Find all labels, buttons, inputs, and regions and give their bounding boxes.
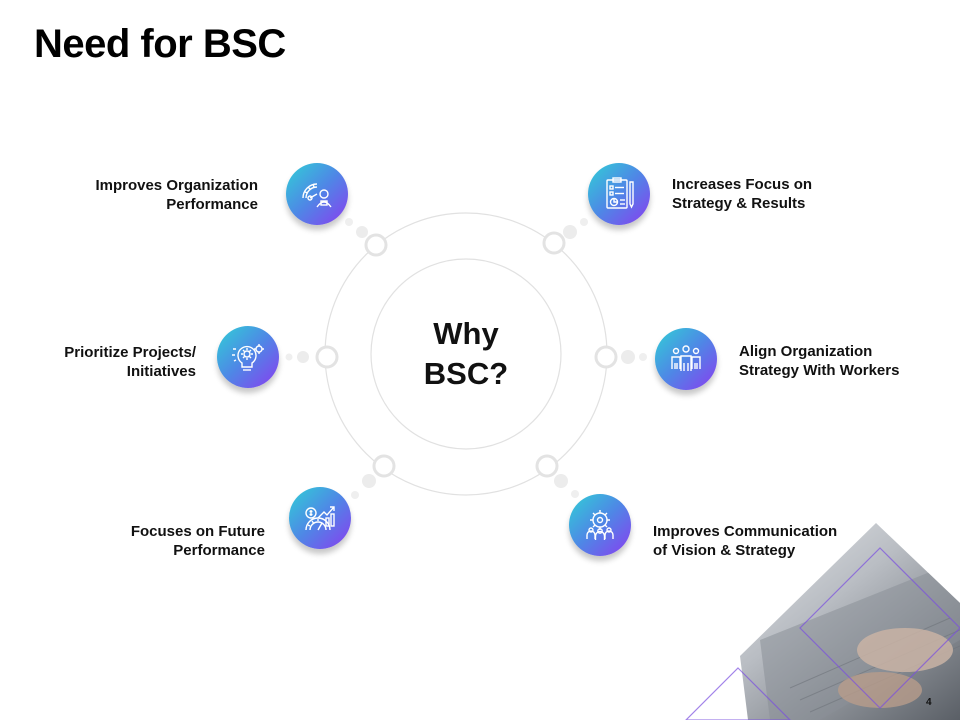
connector-bottom-left — [351, 454, 396, 499]
item-focus-strategy: Increases Focus on Strategy & Results — [672, 175, 812, 213]
slide-title: Need for BSC — [34, 22, 286, 66]
page-number: 4 — [926, 697, 932, 708]
item-label-line: Focuses on Future — [130, 523, 265, 540]
connector-top-right — [542, 218, 588, 255]
center-question: Why BSC? — [400, 314, 532, 394]
item-label-line: Improves Communication — [653, 523, 838, 540]
item-align-organization: Align Organization Strategy With Workers — [739, 342, 899, 380]
lightbulb-gear-icon — [217, 326, 279, 388]
connector-top-left — [345, 218, 388, 257]
connector-mid-right — [594, 345, 647, 369]
item-label-line: Performance — [173, 542, 265, 559]
center-line-1: Why — [433, 316, 499, 351]
item-label-line: Performance — [166, 196, 258, 213]
item-label-line: Strategy & Results — [672, 195, 806, 212]
item-communication: Improves Communication of Vision & Strat… — [653, 522, 837, 560]
item-prioritize-projects: Prioritize Projects/ Initiatives — [64, 343, 196, 381]
item-label-line: Initiatives — [126, 363, 196, 380]
gear-people-icon — [569, 494, 631, 556]
item-label-line: Prioritize Projects/ — [64, 344, 196, 361]
team-people-icon — [655, 328, 717, 390]
item-label-line: of Vision & Strategy — [653, 542, 796, 559]
inner-ring — [370, 258, 562, 450]
item-label-line: Align Organization — [739, 343, 873, 360]
checklist-clipboard-icon — [588, 163, 650, 225]
connector-mid-left — [285, 345, 339, 369]
performance-gauge-icon — [286, 163, 348, 225]
connector-bottom-right — [535, 454, 579, 498]
item-label-line: Improves Organization — [95, 177, 258, 194]
center-line-2: BSC? — [423, 356, 509, 391]
item-label-line: Strategy With Workers — [739, 362, 900, 379]
growth-chart-icon — [289, 487, 351, 549]
item-label-line: Increases Focus on — [672, 176, 813, 193]
item-future-performance: Focuses on Future Performance — [131, 522, 265, 560]
item-organization-performance: Improves Organization Performance — [95, 176, 258, 214]
